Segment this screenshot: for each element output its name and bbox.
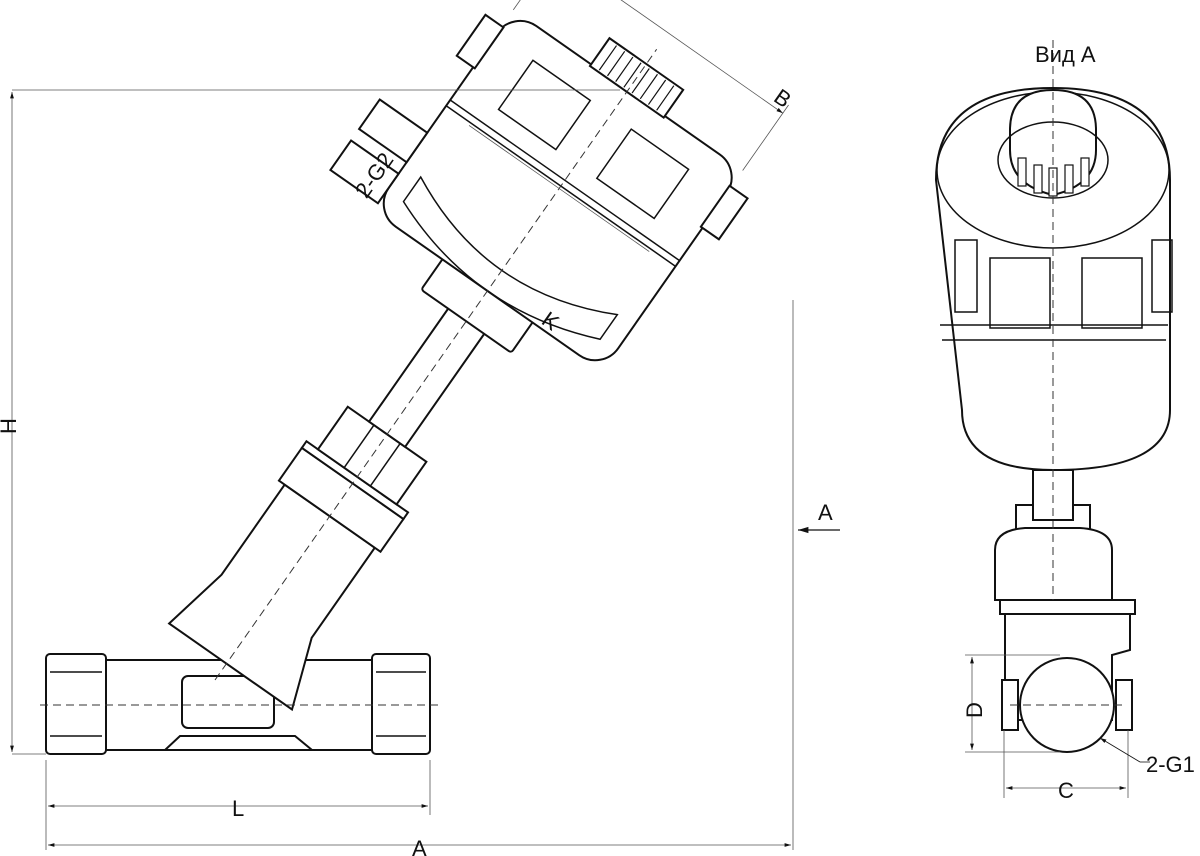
dim-label-l: L: [232, 796, 244, 821]
view-a: [934, 40, 1173, 798]
view-title: Вид А: [1035, 42, 1096, 67]
view-arrow-label: A: [818, 500, 833, 525]
dim-label-b: B: [770, 84, 796, 113]
actuator-assembly: [167, 0, 789, 712]
dim-label-d: D: [962, 702, 987, 718]
dimensions: [10, 89, 840, 850]
valve-body: [45, 653, 431, 755]
dim-label-c: C: [1058, 778, 1074, 803]
dim-label-a: A: [412, 836, 427, 856]
dim-label-2-g1: 2-G1: [1146, 752, 1195, 777]
dim-label-h: H: [0, 418, 21, 434]
